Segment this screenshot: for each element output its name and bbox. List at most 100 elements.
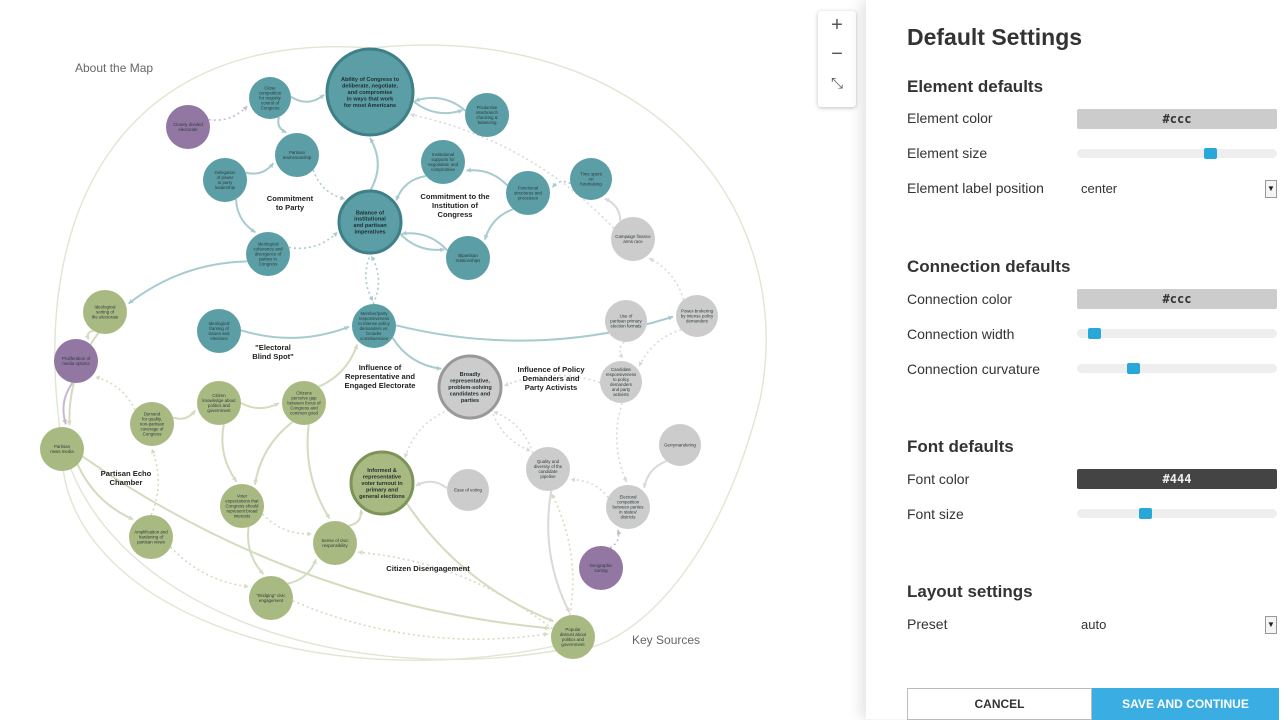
- zoom-out-icon[interactable]: −: [831, 43, 843, 65]
- connection-n21-n20[interactable]: [503, 374, 601, 387]
- connection-n4-n10[interactable]: [312, 169, 346, 200]
- zoom-in-icon[interactable]: +: [831, 14, 843, 36]
- connection-n16-n20[interactable]: [391, 337, 442, 370]
- connection-n27-n36[interactable]: [405, 501, 554, 623]
- connection-curvature-slider-thumb[interactable]: [1127, 363, 1141, 374]
- connection-n13-n8[interactable]: [604, 197, 622, 222]
- connection-n22-n19[interactable]: [95, 376, 136, 411]
- element-size-slider-thumb[interactable]: [1204, 148, 1218, 159]
- connection-n31-n29[interactable]: [570, 478, 609, 499]
- connection-n30-n33[interactable]: [261, 513, 312, 535]
- key-sources-link[interactable]: Key Sources: [632, 633, 701, 647]
- connection-n2-n4[interactable]: [277, 116, 287, 134]
- font-color-picker[interactable]: #444: [1077, 469, 1277, 489]
- connection-n11-n14[interactable]: [127, 260, 248, 305]
- connection-n15-n16[interactable]: [240, 325, 350, 339]
- connection-curvature-slider[interactable]: [1077, 363, 1277, 374]
- element-color-picker[interactable]: #ccc: [1077, 109, 1277, 129]
- connection-n24-n30[interactable]: [253, 421, 294, 485]
- connection-n5-n4[interactable]: [245, 162, 275, 175]
- connection-n19-n25[interactable]: [62, 382, 74, 425]
- connection-n26-n31[interactable]: [643, 460, 667, 489]
- connection-n10-n12[interactable]: [398, 232, 445, 251]
- connection-n25-n36[interactable]: [82, 455, 550, 630]
- connection-n32-n22[interactable]: [150, 448, 160, 516]
- about-the-map-link[interactable]: About the Map: [75, 61, 154, 75]
- connection-n18-n21[interactable]: [638, 329, 682, 367]
- connection-n23-n30[interactable]: [221, 424, 238, 483]
- connection-n10-n1[interactable]: [369, 137, 379, 192]
- font-size-slider[interactable]: [1077, 508, 1277, 519]
- connection-n29-n36[interactable]: [547, 490, 571, 613]
- connection-n36-n29[interactable]: [550, 493, 574, 616]
- connection-n33-n27[interactable]: [348, 509, 363, 527]
- connection-n28-n27[interactable]: [415, 480, 448, 490]
- preset-select[interactable]: auto ▼: [1077, 616, 1277, 634]
- connection-n23-n24[interactable]: [240, 402, 280, 410]
- connection-n24-n16[interactable]: [318, 344, 359, 388]
- connection-n12-n10[interactable]: [401, 232, 449, 252]
- element-label-position-select[interactable]: center ▼: [1077, 180, 1277, 198]
- connection-n9-n12[interactable]: [483, 208, 514, 240]
- connection-n5-n11[interactable]: [235, 198, 256, 234]
- connection-n2-n1[interactable]: [290, 93, 325, 103]
- save-and-continue-button[interactable]: SAVE AND CONTINUE: [1092, 688, 1279, 720]
- connection-n21-n31[interactable]: [615, 402, 628, 483]
- connection-n36-n33[interactable]: [358, 551, 554, 630]
- connection-n34-n31[interactable]: [609, 529, 620, 549]
- connection-n3-n2[interactable]: [208, 105, 248, 121]
- connection-n24-n33[interactable]: [306, 424, 331, 520]
- connection-n29-n20[interactable]: [493, 410, 534, 454]
- map-element-n26[interactable]: Gerrymandering: [659, 424, 701, 466]
- connection-n1-n6[interactable]: [411, 99, 463, 115]
- fit-to-screen-icon[interactable]: ⤡: [830, 75, 843, 92]
- connection-n22-n23[interactable]: [172, 409, 196, 420]
- chevron-down-icon[interactable]: ▼: [1265, 180, 1277, 198]
- connection-n16-n10[interactable]: [370, 255, 380, 305]
- connection-width-slider[interactable]: [1077, 328, 1277, 339]
- map-element-n28[interactable]: Ease of voting: [447, 469, 489, 511]
- chevron-down-icon[interactable]: ▼: [1265, 616, 1277, 634]
- connection-n11-n10[interactable]: [288, 231, 339, 249]
- connection-n18-n13[interactable]: [648, 257, 685, 301]
- font-size-slider-thumb[interactable]: [1138, 508, 1152, 519]
- connection-n20-n27[interactable]: [404, 409, 450, 459]
- connection-n35-n36[interactable]: [292, 600, 549, 640]
- connection-n13-n1[interactable]: [409, 113, 615, 229]
- connection-color-picker[interactable]: #ccc: [1077, 289, 1277, 309]
- connection-n25-n32[interactable]: [76, 464, 134, 521]
- connection-n6-n1[interactable]: [414, 96, 467, 112]
